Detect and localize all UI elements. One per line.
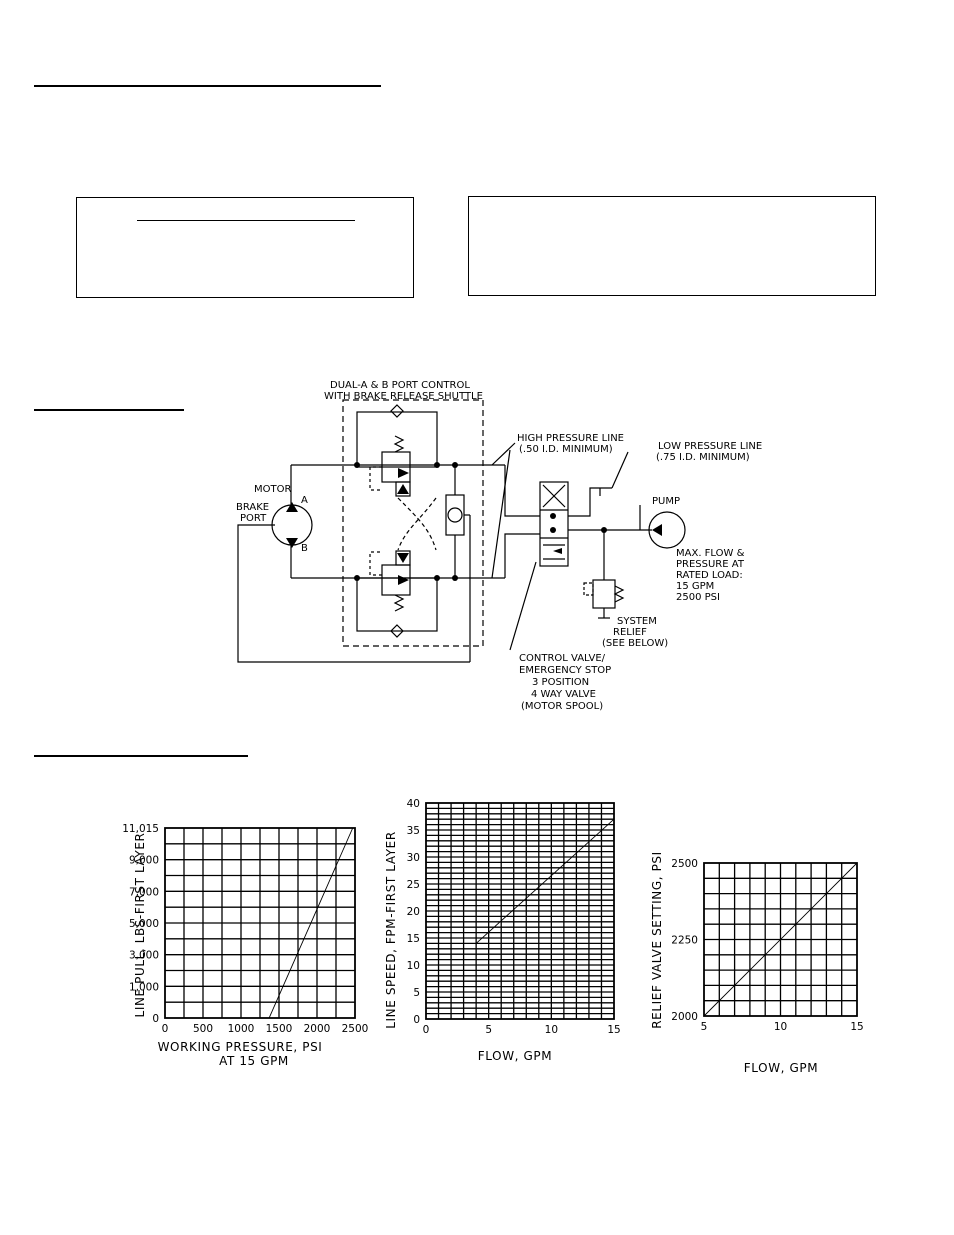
x-axis-label: FLOW, GPM (744, 1061, 818, 1075)
max-flow-label-2: PRESSURE AT (676, 559, 745, 570)
plot-frame (425, 802, 615, 1020)
pump-label: PUMP (652, 496, 680, 507)
y-tick-label: 15 (407, 933, 420, 945)
control-valve-label-1: CONTROL VALVE/ (519, 653, 606, 664)
brake-shuttle (445, 494, 465, 536)
y-tick-label: 1,000 (129, 981, 159, 993)
y-axis-label: RELIEF VALVE SETTING, PSI (650, 851, 664, 1029)
upper-check-valve (395, 481, 411, 497)
low-pressure-label-1: LOW PRESSURE LINE (658, 441, 762, 452)
upper-relief-valve (381, 451, 411, 483)
x-tick-label: 0 (162, 1023, 169, 1035)
port-b-label: B (301, 543, 308, 554)
schematic-heading-rule (34, 409, 184, 411)
lower-relief-valve (381, 564, 411, 596)
y-tick-label: 30 (407, 852, 420, 864)
control-valve-label-5: (MOTOR SPOOL) (521, 701, 603, 712)
x-tick-label: 500 (193, 1023, 213, 1035)
left-note-box (76, 197, 414, 298)
high-pressure-label-2: (.50 I.D. MINIMUM) (519, 444, 613, 455)
y-tick-label: 2500 (671, 858, 698, 870)
x-tick-label: 15 (850, 1021, 863, 1033)
brake-port-label-2: PORT (240, 513, 267, 524)
x-axis-label: WORKING PRESSURE, PSI (158, 1040, 323, 1054)
lower-valve-loop (356, 577, 438, 632)
x-tick-label: 1000 (228, 1023, 255, 1035)
chart-1: 0 500 1000 1500 2000 2500 0 1,000 3,000 5,000 7,00… (122, 823, 368, 1068)
system-relief-label-2: RELIEF (613, 627, 647, 638)
y-tick-label: 35 (407, 825, 420, 837)
control-valve-body (539, 481, 569, 567)
y-tick-label: 10 (407, 960, 420, 972)
high-pressure-label-1: HIGH PRESSURE LINE (517, 433, 624, 444)
x-axis-label: FLOW, GPM (478, 1049, 552, 1063)
system-relief-valve (592, 579, 616, 609)
motor-label: MOTOR (254, 484, 291, 495)
control-valve-label-2: EMERGENCY STOP (519, 665, 611, 676)
y-axis-label: LINE SPEED, FPM-FIRST LAYER (384, 831, 398, 1029)
pump-symbol (648, 511, 686, 549)
y-tick-label: 9,000 (129, 855, 159, 867)
y-tick-label: 25 (407, 879, 420, 891)
brake-port-label-1: BRAKE (236, 502, 269, 513)
y-tick-label: 2000 (671, 1011, 698, 1023)
low-pressure-label-2: (.75 I.D. MINIMUM) (656, 452, 750, 463)
y-tick-label: 0 (152, 1013, 159, 1025)
plot-frame (703, 862, 858, 1017)
upper-valve-loop (356, 411, 438, 468)
y-tick-label: 7,000 (129, 886, 159, 898)
left-box-title-rule (137, 220, 355, 221)
y-tick-label: 2250 (671, 935, 698, 947)
x-tick-label: 5 (485, 1024, 492, 1036)
plot-frame (164, 827, 356, 1019)
y-tick-label: 20 (407, 906, 420, 918)
y-axis-label: LINE PULL, LBS-FIRST LAYER (133, 833, 147, 1018)
system-relief-label-1: SYSTEM (617, 616, 657, 627)
lower-check-valve (395, 550, 411, 566)
y-tick-label: 40 (407, 798, 420, 810)
x-tick-label: 2500 (342, 1023, 369, 1035)
x-tick-label: 10 (545, 1024, 558, 1036)
x-tick-label: 1500 (266, 1023, 293, 1035)
y-tick-label: 3,000 (129, 950, 159, 962)
y-tick-label: 5,000 (129, 918, 159, 930)
data-line (475, 818, 615, 944)
x-tick-label: 2000 (304, 1023, 331, 1035)
data-line (268, 827, 354, 1019)
right-note-box (468, 196, 876, 296)
max-flow-label-4: 15 GPM (676, 581, 714, 592)
top-heading-rule (34, 85, 381, 87)
control-valve-label-3: 3 POSITION (532, 677, 589, 688)
x-axis-label-2: AT 15 GPM (219, 1054, 289, 1068)
y-tick-label: 11,015 (122, 823, 159, 835)
y-tick-label: 5 (413, 987, 420, 999)
max-flow-label-5: 2500 PSI (676, 592, 720, 603)
x-tick-label: 5 (701, 1021, 708, 1033)
motor-symbol (271, 504, 313, 546)
port-a-label: A (301, 495, 308, 506)
x-tick-label: 0 (423, 1024, 430, 1036)
port-control-label-1: DUAL-A & B PORT CONTROL (330, 380, 470, 391)
data-line (703, 862, 858, 1017)
max-flow-label-3: RATED LOAD: (676, 570, 743, 581)
x-tick-label: 10 (774, 1021, 787, 1033)
charts-heading-rule (34, 755, 248, 757)
control-valve-label-4: 4 WAY VALVE (531, 689, 596, 700)
port-control-dashed-box (342, 399, 484, 647)
max-flow-label-1: MAX. FLOW & (676, 548, 745, 559)
y-tick-label: 0 (413, 1014, 420, 1026)
system-relief-label-3: (SEE BELOW) (602, 638, 668, 649)
x-tick-label: 15 (607, 1024, 620, 1036)
port-control-label-2: WITH BRAKE RELEASE SHUTTLE (324, 391, 483, 402)
